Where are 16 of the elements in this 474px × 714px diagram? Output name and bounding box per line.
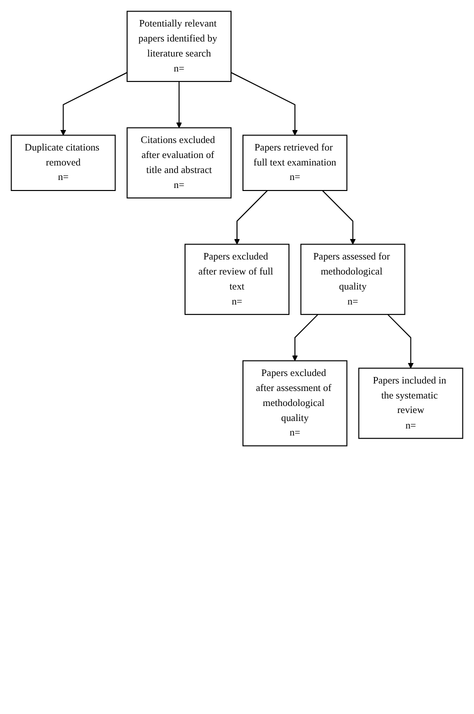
node-box xyxy=(358,368,464,439)
node-box xyxy=(184,244,290,315)
arrow xyxy=(176,80,182,128)
arrow xyxy=(234,190,268,245)
arrow xyxy=(230,72,298,136)
node-box xyxy=(242,134,348,191)
node-box xyxy=(300,244,406,315)
arrow xyxy=(322,190,356,245)
node-box xyxy=(10,134,116,191)
arrow xyxy=(60,72,128,136)
node-box xyxy=(126,10,232,82)
node-box xyxy=(242,360,348,446)
flowchart: Potentially relevant papers identified by literature search n= Duplicate citations removed n= Citations excluded after evaluation of title and abstract n= Papers retrieved for full text examination n= Papers excluded after review of full text n= Papers assessed for methodological quality n= Papers excluded after assessment of methodological quality n= Papers included in the systematic review n= xyxy=(6,6,468,452)
arrow xyxy=(292,314,318,362)
arrow xyxy=(387,314,414,368)
node-box xyxy=(126,127,232,198)
